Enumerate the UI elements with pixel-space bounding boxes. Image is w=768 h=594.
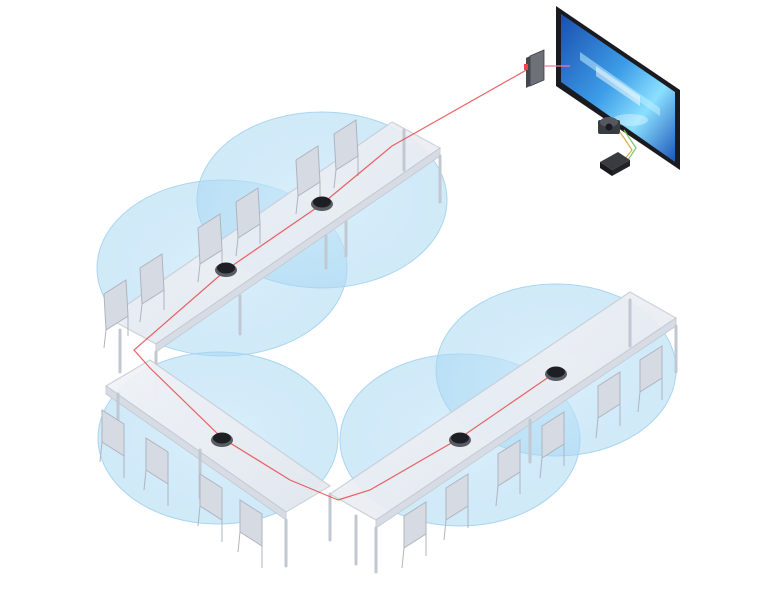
ptz-camera-icon	[598, 117, 620, 134]
wall-mount-processor-icon	[524, 49, 545, 88]
chair	[295, 145, 321, 215]
chair	[443, 473, 469, 541]
chair	[333, 119, 359, 189]
ceiling-microphone-puck-icon	[215, 262, 237, 277]
chair	[539, 411, 565, 479]
chair	[197, 473, 223, 542]
chair	[143, 437, 169, 506]
monitor-cables	[544, 65, 637, 161]
ceiling-microphone-puck-icon	[311, 196, 333, 211]
chairs-lower-left-row	[99, 409, 263, 568]
switch-box-icon	[600, 152, 630, 176]
chair	[235, 187, 261, 257]
chair	[401, 501, 427, 569]
chair	[103, 279, 129, 349]
chairs-upper-row	[103, 119, 359, 349]
ceiling-microphones	[211, 196, 567, 447]
ceiling-microphone-puck-icon	[449, 432, 471, 447]
chair	[99, 409, 125, 478]
chair	[495, 439, 521, 507]
cable-run-lower-right	[337, 371, 557, 501]
chair	[139, 253, 165, 323]
ceiling-microphone-puck-icon	[545, 366, 567, 381]
chair	[197, 213, 223, 283]
ceiling-microphone-puck-icon	[211, 432, 233, 447]
cable-run-lower-left	[149, 367, 339, 501]
display-monitor-icon	[556, 6, 680, 170]
chair	[595, 371, 621, 439]
cable-run-wall-to-table	[391, 67, 531, 147]
chair	[237, 499, 263, 568]
chair	[637, 345, 663, 413]
table-segment-upper	[106, 121, 442, 400]
chairs-lower-right-row	[401, 345, 663, 569]
